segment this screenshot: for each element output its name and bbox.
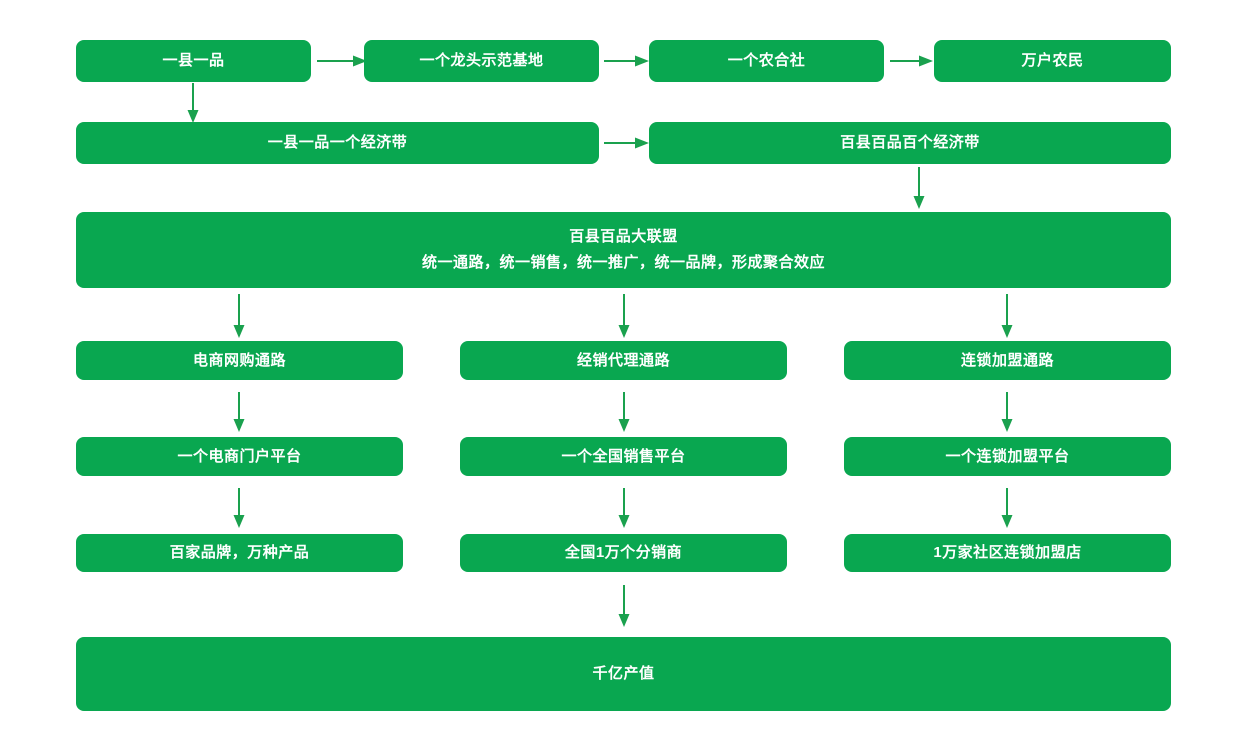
node-label: 全国1万个分销商 bbox=[564, 544, 683, 562]
arrow-down-icon bbox=[912, 167, 926, 209]
node-label: 万户农民 bbox=[1021, 52, 1084, 70]
node-leading-demo-base[interactable]: 一个龙头示范基地 bbox=[364, 40, 599, 82]
node-grand-alliance[interactable]: 百县百品大联盟 统一通路，统一销售，统一推广，统一品牌，形成聚合效应 bbox=[76, 212, 1171, 288]
arrow-right-icon bbox=[604, 136, 649, 150]
node-community-franchise-stores[interactable]: 1万家社区连锁加盟店 bbox=[844, 534, 1171, 572]
node-label: 电商网购通路 bbox=[192, 351, 286, 369]
node-label: 百家品牌，万种产品 bbox=[169, 544, 310, 562]
node-franchise-chain-platform[interactable]: 一个连锁加盟平台 bbox=[844, 437, 1171, 476]
node-label: 一个农合社 bbox=[727, 52, 806, 70]
arrow-down-icon bbox=[617, 392, 631, 432]
alliance-title: 百县百品大联盟 bbox=[569, 227, 678, 245]
node-label: 一个连锁加盟平台 bbox=[945, 447, 1070, 465]
arrow-down-icon bbox=[232, 294, 246, 338]
node-hundred-billion-output[interactable]: 千亿产值 bbox=[76, 637, 1171, 711]
node-national-sales-platform[interactable]: 一个全国销售平台 bbox=[460, 437, 787, 476]
node-distribution-agent-channel[interactable]: 经销代理通路 bbox=[460, 341, 787, 380]
node-label: 一个全国销售平台 bbox=[561, 447, 686, 465]
node-label: 一县一品 bbox=[162, 52, 225, 70]
arrow-down-icon bbox=[186, 83, 200, 123]
node-one-county-one-product[interactable]: 一县一品 bbox=[76, 40, 311, 82]
node-hundred-brands-products[interactable]: 百家品牌，万种产品 bbox=[76, 534, 403, 572]
node-label: 一个龙头示范基地 bbox=[419, 52, 544, 70]
arrow-right-icon bbox=[890, 54, 933, 68]
node-ecommerce-channel[interactable]: 电商网购通路 bbox=[76, 341, 403, 380]
arrow-right-icon bbox=[317, 54, 367, 68]
node-label: 一个电商门户平台 bbox=[177, 447, 302, 465]
node-ten-thousand-farmers[interactable]: 万户农民 bbox=[934, 40, 1171, 82]
arrow-down-icon bbox=[1000, 488, 1014, 528]
arrow-down-icon bbox=[232, 488, 246, 528]
node-label: 百县百品百个经济带 bbox=[840, 134, 980, 152]
arrow-down-icon bbox=[1000, 392, 1014, 432]
arrow-down-icon bbox=[1000, 294, 1014, 338]
node-national-distributors[interactable]: 全国1万个分销商 bbox=[460, 534, 787, 572]
alliance-subtitle: 统一通路，统一销售，统一推广，统一品牌，形成聚合效应 bbox=[421, 254, 825, 271]
arrow-right-icon bbox=[604, 54, 649, 68]
node-one-county-one-product-economic-belt[interactable]: 一县一品一个经济带 bbox=[76, 122, 599, 164]
node-label: 连锁加盟通路 bbox=[960, 351, 1054, 369]
arrow-down-icon bbox=[617, 294, 631, 338]
node-label: 一县一品一个经济带 bbox=[267, 134, 408, 152]
arrow-down-icon bbox=[617, 488, 631, 528]
node-label: 1万家社区连锁加盟店 bbox=[933, 544, 1082, 562]
node-label: 千亿产值 bbox=[592, 665, 655, 683]
arrow-down-icon bbox=[232, 392, 246, 432]
node-hundred-counties-economic-belts[interactable]: 百县百品百个经济带 bbox=[649, 122, 1171, 164]
node-franchise-chain-channel[interactable]: 连锁加盟通路 bbox=[844, 341, 1171, 380]
node-label: 经销代理通路 bbox=[576, 351, 670, 369]
node-ecommerce-portal-platform[interactable]: 一个电商门户平台 bbox=[76, 437, 403, 476]
node-farmers-cooperative[interactable]: 一个农合社 bbox=[649, 40, 884, 82]
arrow-down-icon bbox=[617, 585, 631, 627]
